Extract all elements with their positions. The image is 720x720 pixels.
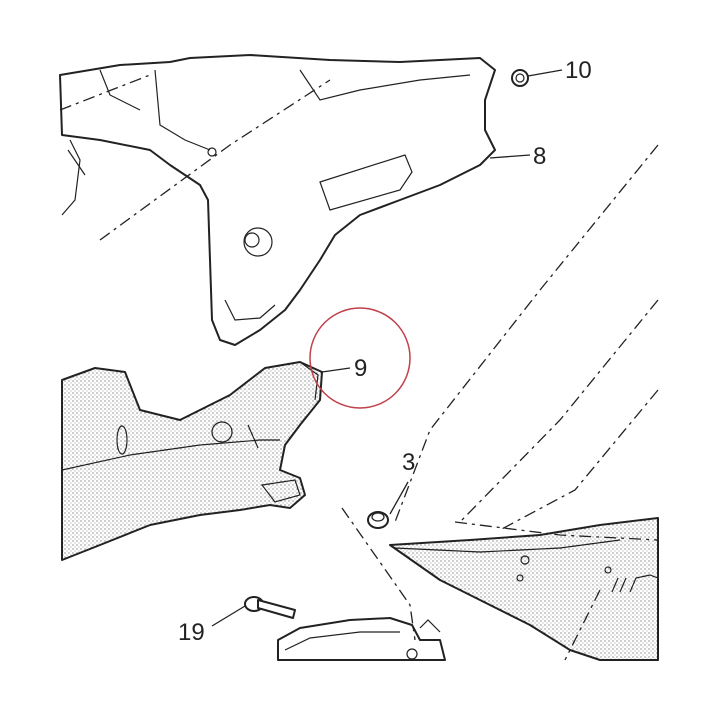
bolt-19 — [244, 596, 296, 619]
callout-9: 9 — [354, 355, 367, 382]
assembly-lines — [59, 74, 659, 661]
callout-8: 8 — [533, 143, 546, 170]
callout-19: 19 — [178, 619, 205, 646]
fairing-lower-right — [389, 517, 659, 661]
leader-lines — [211, 69, 563, 627]
nut-10 — [511, 69, 529, 87]
bolt-3 — [367, 511, 389, 529]
callout-10: 10 — [565, 57, 592, 84]
inner-panel-upper — [59, 54, 496, 346]
callout-3: 3 — [402, 449, 415, 476]
highlight-circle — [309, 307, 411, 409]
bracket-lower — [277, 617, 446, 661]
side-panel-lower — [61, 361, 323, 561]
